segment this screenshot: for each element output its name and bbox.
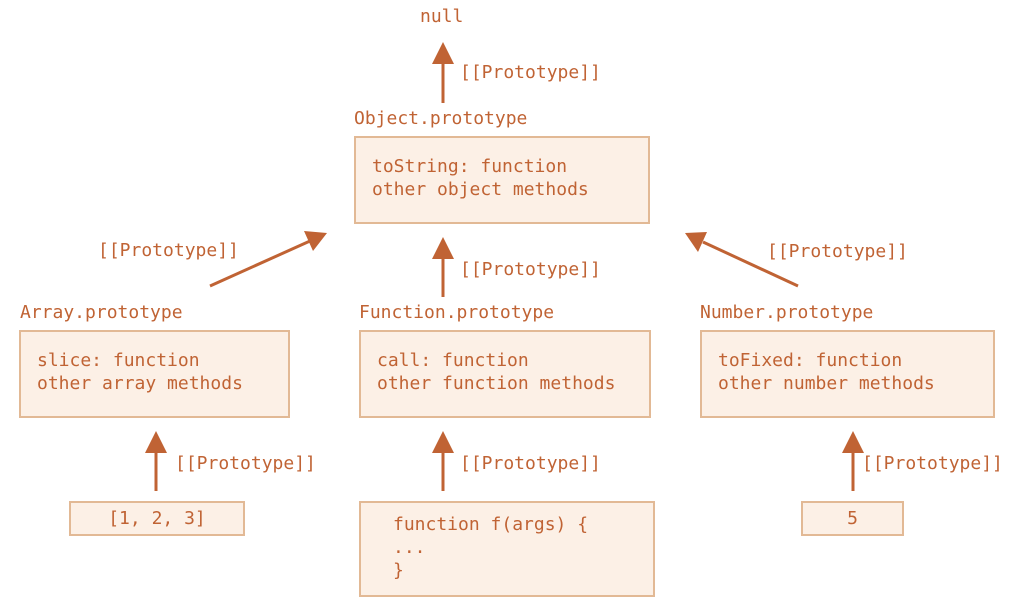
function-prototype-line-2: other function methods [377,373,616,394]
function-instance-line-2: ... [393,537,426,558]
object-prototype-line-1: toString: function [372,156,568,177]
number-instance-box: 5 [801,501,904,536]
function-instance-box: function f(args) { ... } [359,501,655,597]
number-prototype-box: toFixed: function other number methods [700,330,995,418]
proto-label-number-object: [[Prototype]] [767,241,908,262]
proto-label-function-object: [[Prototype]] [460,259,601,280]
array-instance-box: [1, 2, 3] [69,501,245,536]
arrow-number-to-object [702,240,799,288]
function-instance-line-1: function f(args) { [393,514,589,535]
object-prototype-box: toString: function other object methods [354,136,650,224]
proto-label-number-instance: [[Prototype]] [862,453,1003,474]
number-prototype-line-1: toFixed: function [718,350,903,371]
number-prototype-line-2: other number methods [718,373,935,394]
array-prototype-box: slice: function other array methods [19,330,290,418]
arrowhead-function-to-object [432,237,454,259]
array-prototype-line-1: slice: function [37,350,200,371]
null-label: null [420,6,464,27]
arrow-array-to-object [209,239,311,288]
object-prototype-title: Object.prototype [354,108,528,129]
proto-label-object-null: [[Prototype]] [460,62,601,83]
number-instance-value: 5 [847,508,858,529]
arrowhead-object-to-null [432,42,454,64]
proto-label-array-instance: [[Prototype]] [175,453,316,474]
object-prototype-line-2: other object methods [372,179,589,200]
arrowhead-number-instance-to-number [842,431,864,453]
function-prototype-box: call: function other function methods [359,330,651,418]
number-prototype-title: Number.prototype [700,302,874,323]
arrowhead-array-instance-to-array [145,431,167,453]
array-instance-value: [1, 2, 3] [108,508,206,529]
arrowhead-number-to-object [685,232,707,252]
array-prototype-line-2: other array methods [37,373,243,394]
arrowhead-array-to-object [304,231,327,251]
function-prototype-line-1: call: function [377,350,529,371]
function-instance-line-3: } [393,560,404,581]
proto-label-array-object: [[Prototype]] [98,240,239,261]
array-prototype-title: Array.prototype [20,302,183,323]
arrowhead-function-instance-to-function [432,431,454,453]
proto-label-function-instance: [[Prototype]] [460,453,601,474]
function-prototype-title: Function.prototype [359,302,555,323]
